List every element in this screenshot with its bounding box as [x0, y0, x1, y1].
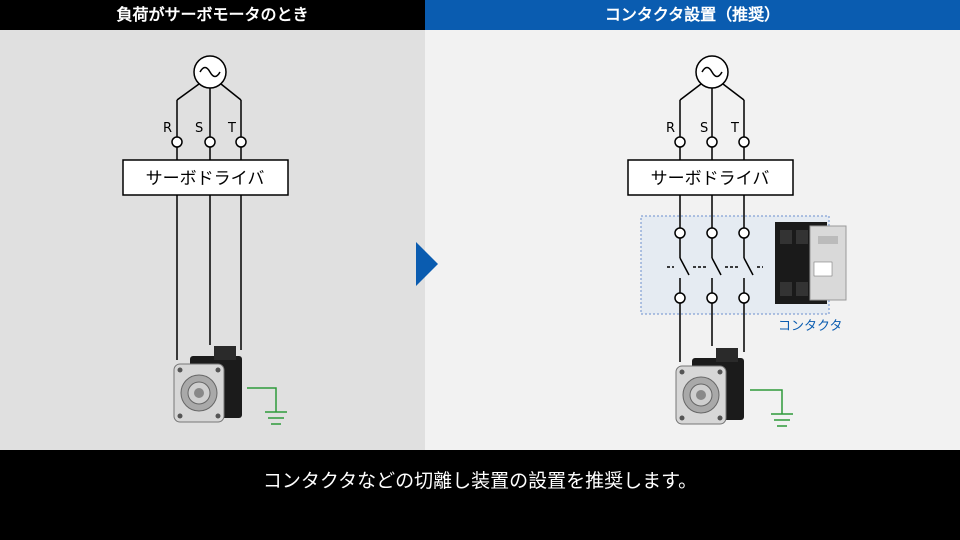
terminal-label-s: S [195, 121, 203, 136]
servo-driver-label: サーボドライバ [651, 169, 770, 189]
caption: コンタクタなどの切離し装置の設置を推奨します。 [262, 470, 698, 492]
terminal-label-s: S [700, 121, 708, 136]
terminal-r [674, 136, 686, 148]
contactor-switches [667, 195, 763, 362]
left-circuit [122, 55, 289, 360]
terminal-label-t: T [730, 121, 739, 136]
terminal-label-t: T [227, 121, 236, 136]
servo-driver-box [627, 159, 794, 196]
arrow-icon [416, 242, 438, 286]
header-contactor-installation: コンタクタ設置（推奨） [425, 0, 960, 30]
ground-icon [247, 387, 287, 425]
servo-driver-box [122, 159, 289, 196]
terminal-s [204, 136, 216, 148]
contactor-label: コンタクタ [778, 319, 842, 334]
terminal-t [235, 136, 247, 148]
ground-icon [750, 389, 793, 427]
right-circuit [627, 55, 794, 196]
terminal-label-r: R [666, 121, 675, 136]
servo-motor-image [173, 345, 243, 423]
terminal-s [706, 136, 718, 148]
header-load-servo-motor: 負荷がサーボモータのとき [0, 0, 425, 30]
terminal-r [171, 136, 183, 148]
servo-motor-image [675, 347, 745, 425]
servo-driver-label: サーボドライバ [146, 169, 265, 189]
terminal-t [738, 136, 750, 148]
terminal-label-r: R [163, 121, 172, 136]
contactor-image [775, 222, 847, 304]
